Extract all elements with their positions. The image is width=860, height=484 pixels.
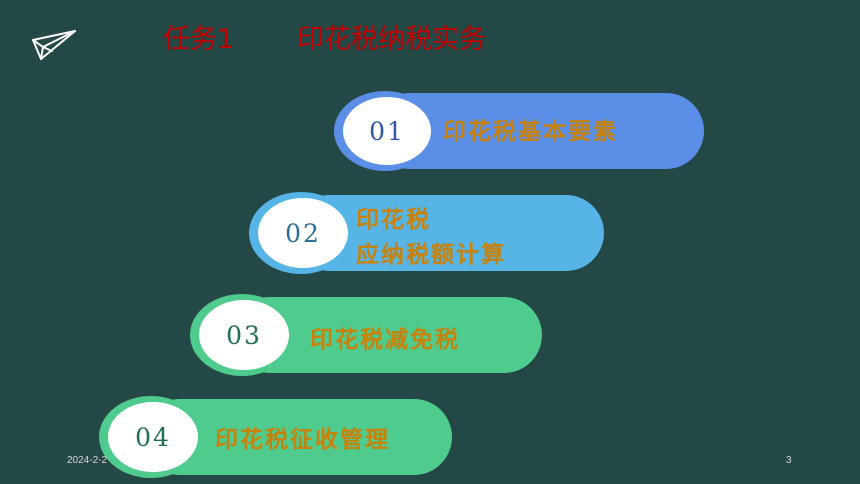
item-02-label-line1: 印花税 [356, 207, 431, 233]
item-01-label: 印花税基本要素 [443, 119, 618, 145]
paper-plane-icon [32, 30, 76, 60]
item-01-number: 01 [343, 97, 431, 165]
item-02-number: 02 [258, 198, 348, 268]
item-02-label-line2: 应纳税额计算 [356, 242, 506, 268]
page-title: 印花税纳税实务 [297, 24, 486, 55]
item-04-label: 印花税征收管理 [215, 427, 390, 453]
item-04-number: 04 [108, 402, 198, 472]
task-label: 任务1 [163, 24, 235, 55]
page-number: 3 [786, 455, 792, 466]
item-03-label: 印花税减免税 [310, 327, 460, 353]
footer-date: 2024-2-2 [67, 455, 108, 466]
item-03-number: 03 [199, 300, 289, 370]
